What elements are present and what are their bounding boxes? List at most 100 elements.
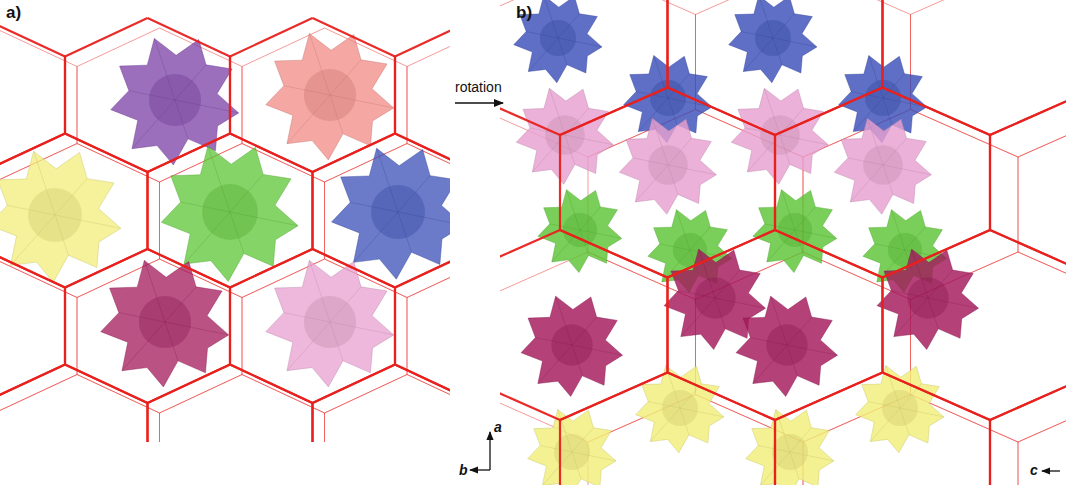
cluster-core [304, 296, 356, 348]
framework-cage [160, 375, 325, 443]
framework-cage [0, 365, 148, 443]
cluster-core [882, 390, 918, 426]
cluster-polyhedron [619, 118, 716, 214]
cluster-core [772, 434, 808, 470]
framework-cage [65, 18, 230, 172]
cluster-shape [516, 88, 613, 184]
cluster-polyhedron [516, 88, 613, 184]
framework-cage [395, 249, 450, 403]
rotation-label: rotation [455, 80, 502, 94]
cluster-polyhedron [731, 88, 828, 184]
framework-cage [148, 365, 313, 443]
cluster-core [139, 296, 191, 348]
cluster-core [540, 20, 576, 56]
axis-arrow [489, 432, 490, 470]
cluster-shape [729, 0, 817, 83]
framework-cage [668, 0, 883, 135]
cluster-polyhedron [753, 190, 837, 273]
framework-cage [395, 18, 450, 172]
cluster-polyhedron [538, 190, 622, 273]
cluster-polyhedron [0, 151, 121, 282]
framework-cage [148, 134, 313, 288]
framework-cage [1018, 395, 1066, 485]
cluster-core [28, 188, 82, 242]
axis-label: c [1030, 463, 1038, 477]
framework-cage [65, 249, 230, 403]
cluster-polyhedron [746, 410, 834, 485]
cluster-shape [514, 0, 602, 83]
cluster-polyhedron [101, 260, 229, 387]
cluster-core [755, 20, 791, 56]
cluster-core [662, 390, 698, 426]
framework-cage [500, 230, 668, 420]
framework-cage [313, 365, 451, 443]
cluster-core [778, 213, 812, 247]
cluster-shape [101, 260, 229, 387]
cluster-shape [111, 38, 239, 165]
cluster-shape [619, 118, 716, 214]
cluster-core [694, 277, 735, 318]
cluster-shape [266, 260, 394, 387]
cluster-polyhedron [266, 33, 394, 160]
framework-cage [1018, 110, 1066, 300]
axis-arrow [470, 469, 490, 470]
framework-cage [990, 373, 1066, 485]
cluster-polyhedron [161, 146, 298, 281]
cluster-core [202, 184, 258, 240]
cluster-core [563, 213, 597, 247]
cluster-shape [746, 410, 834, 485]
cluster-core [149, 74, 201, 126]
framework-cage [313, 134, 451, 288]
cluster-polyhedron [332, 148, 450, 279]
cluster-shape [332, 148, 450, 279]
framework-cage [560, 88, 775, 278]
cluster-polyhedron [514, 0, 602, 83]
cluster-core [648, 145, 688, 185]
cluster-polyhedron [729, 0, 817, 83]
framework-cage [775, 88, 990, 278]
framework-cage [230, 18, 395, 172]
cluster-shape [834, 118, 931, 214]
framework-cage [325, 375, 451, 443]
cluster-shape [266, 33, 394, 160]
framework-cage [500, 0, 668, 135]
cluster-shape [521, 296, 622, 396]
panel-b [500, 0, 1066, 485]
cluster-shape [161, 146, 298, 281]
cluster-polyhedron [834, 118, 931, 214]
cluster-core [766, 324, 807, 365]
cluster-core [371, 185, 425, 239]
cluster-shape [736, 296, 837, 396]
cluster-core [863, 145, 903, 185]
cluster-polyhedron [877, 249, 978, 349]
axis-arrow [1042, 470, 1060, 471]
framework-cage [883, 230, 1066, 420]
rotation-arrow [455, 102, 503, 104]
panel-a [0, 18, 450, 442]
cluster-core [907, 277, 948, 318]
axis-label: a [494, 420, 502, 434]
framework-cage [407, 259, 450, 413]
cluster-core [551, 324, 592, 365]
cluster-polyhedron [521, 296, 622, 396]
panel-label: a) [6, 4, 21, 21]
cluster-polyhedron [266, 260, 394, 387]
cluster-polyhedron [736, 296, 837, 396]
framework-cage [990, 88, 1066, 278]
framework-cage [775, 373, 990, 485]
cluster-core [545, 115, 585, 155]
framework-cage [0, 134, 148, 288]
framework-cage [230, 249, 395, 403]
cluster-core [760, 115, 800, 155]
framework-cage [668, 230, 883, 420]
cluster-shape [538, 190, 622, 273]
panel-label: b) [516, 4, 532, 21]
cluster-polyhedron [528, 410, 616, 485]
cluster-shape [0, 151, 121, 282]
cluster-shape [528, 410, 616, 485]
framework-cage [560, 373, 775, 485]
cluster-polyhedron [111, 38, 239, 165]
axis-label: b [459, 463, 468, 477]
